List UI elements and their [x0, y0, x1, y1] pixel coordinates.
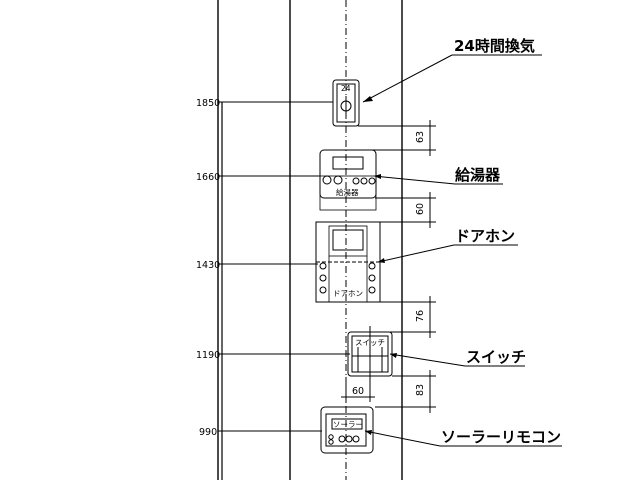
- switch-panel-text: スイッチ: [355, 338, 385, 347]
- height-label-1850: 1850: [196, 98, 220, 109]
- height-label-990: 990: [199, 427, 217, 438]
- callout-ventilation-label: 24時間換気: [454, 37, 535, 55]
- solar-panel-text: ソーラー: [333, 420, 363, 429]
- callout-ventilation: 24時間換気: [362, 37, 542, 103]
- water-heater-panel-text: 給湯器: [336, 187, 359, 197]
- callout-door-phone: ドアホン: [377, 227, 518, 263]
- gap-label-60: 60: [415, 203, 426, 215]
- callout-switch-label: スイッチ: [466, 348, 526, 366]
- door-phone-panel-text: ドアホン: [333, 289, 363, 298]
- gap-dimensions: 63 60 76 83 60: [341, 120, 436, 413]
- callout-solar-remote: ソーラーリモコン: [364, 428, 562, 447]
- gap-label-76: 76: [415, 310, 426, 322]
- wall-lines: [217, 0, 403, 480]
- callout-solar-remote-label: ソーラーリモコン: [441, 428, 561, 446]
- switch-plate: スイッチ: [347, 326, 393, 380]
- gap-label-63: 63: [415, 131, 426, 143]
- door-phone-unit: ドアホン: [315, 221, 381, 303]
- height-scale: 1850 1660 1430 1190 990: [196, 98, 350, 480]
- gap-label-83: 83: [415, 384, 426, 396]
- callout-water-heater: 給湯器: [373, 166, 503, 185]
- height-label-1660: 1660: [196, 172, 220, 183]
- water-heater-remote: 給湯器: [319, 149, 377, 211]
- horizontal-gap-label: 60: [352, 386, 364, 397]
- ventilation-glyph: 24: [341, 84, 351, 93]
- height-label-1190: 1190: [196, 350, 220, 361]
- callout-switch: スイッチ: [389, 348, 526, 367]
- ventilation-switch: 24: [332, 79, 360, 127]
- solar-remote: ソーラー: [320, 406, 374, 454]
- callout-water-heater-label: 給湯器: [455, 166, 501, 184]
- callout-door-phone-label: ドアホン: [455, 227, 515, 245]
- height-label-1430: 1430: [196, 260, 220, 271]
